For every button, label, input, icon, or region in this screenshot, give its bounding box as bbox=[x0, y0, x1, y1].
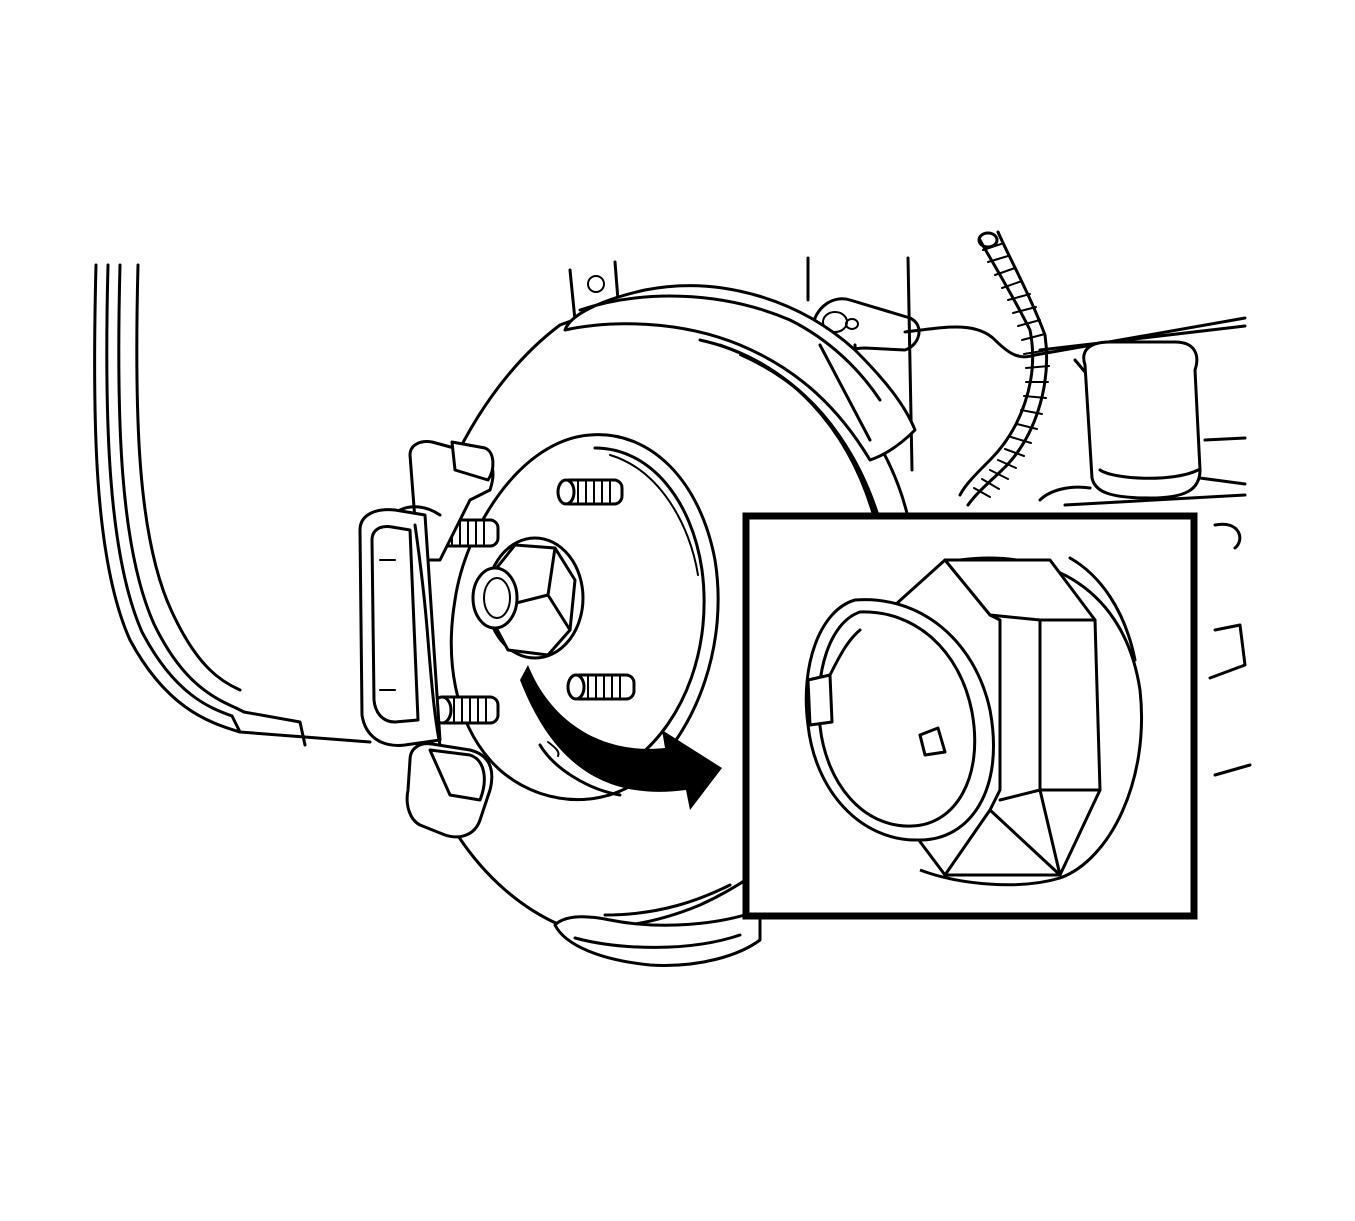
curved-arrow-icon bbox=[520, 665, 722, 810]
brake-caliper bbox=[358, 440, 495, 839]
wheel-stud bbox=[431, 695, 500, 725]
detail-inset bbox=[742, 512, 1198, 920]
wheel-stud bbox=[566, 673, 636, 701]
hub-nut bbox=[471, 536, 585, 660]
wheel-well-liner bbox=[93, 263, 372, 747]
hub-nut-detail bbox=[804, 556, 1143, 887]
wheel-stud bbox=[556, 478, 624, 506]
hub-flange bbox=[449, 433, 720, 802]
